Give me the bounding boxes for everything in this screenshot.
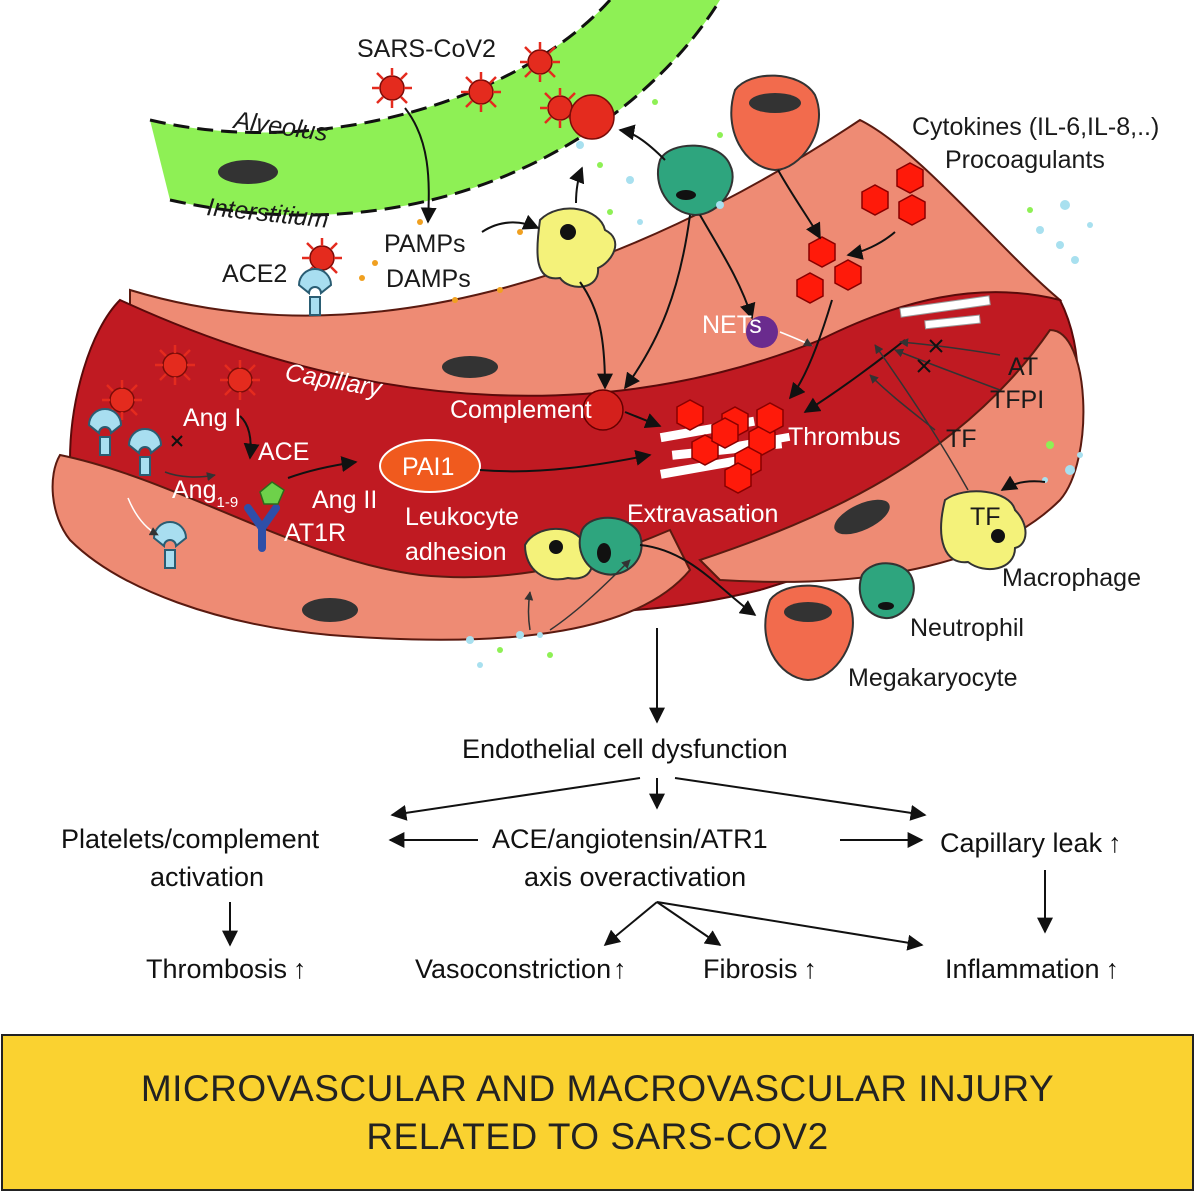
- banner-line-1: MICROVASCULAR AND MACROVASCULAR INJURY: [140, 1067, 1055, 1109]
- tf-label: TF: [946, 425, 977, 453]
- endothelial-dysfunction-text: Endothelial cell dysfunction: [462, 734, 788, 764]
- alveolus-outer-edge: [149, 0, 612, 135]
- pamps-label: PAMPs: [384, 230, 466, 258]
- platelet-icon: [898, 194, 926, 226]
- ang-ii-ligand-icon: [259, 481, 285, 505]
- capillary-leak-text: Capillary leak↑: [940, 828, 1122, 858]
- ace-label: ACE: [258, 438, 309, 466]
- extravasation-label: Extravasation: [627, 500, 778, 528]
- virus-icon: [518, 40, 562, 84]
- platelets-activation-text: Platelets/complement: [61, 824, 320, 854]
- damps-label: DAMPs: [386, 265, 471, 293]
- title-banner: MICROVASCULAR AND MACROVASCULAR INJURY R…: [1, 1034, 1194, 1191]
- banner-line-2: RELATED TO SARS-COV2: [366, 1115, 829, 1157]
- megakaryocyte-nucleus: [749, 93, 801, 113]
- ang-ii-label: Ang II: [312, 486, 377, 514]
- tfpi-label: TFPI: [990, 386, 1044, 414]
- ace-axis-text-2: axis overactivation: [524, 862, 746, 892]
- platelets-activation-text-2: activation: [150, 862, 264, 892]
- platelet-icon: [808, 236, 836, 268]
- at1r-label: AT1R: [284, 519, 346, 547]
- flowchart-arrows: [222, 628, 1053, 951]
- wall-nucleus: [442, 356, 498, 378]
- megakaryocyte-legend-nucleus: [784, 602, 832, 622]
- pai1-icon: [379, 439, 481, 493]
- neutrophil-icon: [656, 144, 734, 217]
- megakaryocyte-legend-icon: [764, 584, 854, 682]
- ace2-receptor-icon: [298, 268, 332, 316]
- virus-icon: [153, 343, 197, 387]
- nets-label: NETs: [702, 311, 762, 339]
- thrombosis-text: Thrombosis↑: [146, 954, 307, 984]
- macrophage-nucleus: [560, 224, 576, 240]
- virus-icon: [218, 358, 262, 402]
- vasoconstriction-text: Vasoconstriction↑: [415, 954, 627, 984]
- macrophage-icon: [536, 207, 617, 288]
- alveolus-wall: [150, 0, 720, 216]
- at-label: AT: [1008, 353, 1038, 381]
- virus-icon: [459, 70, 503, 114]
- fibrin-strands-icon: [899, 295, 991, 330]
- adhesion-macrophage-nucleus: [549, 540, 563, 554]
- fibrosis-text: Fibrosis↑: [703, 954, 817, 984]
- platelet-icon: [896, 162, 924, 194]
- alveolus-nucleus: [218, 160, 278, 184]
- ace2-label: ACE2: [222, 260, 287, 288]
- alveolus-inner-edge: [169, 0, 722, 217]
- neutrophil-legend-nucleus: [878, 602, 894, 610]
- complement-icon: [582, 389, 624, 431]
- wall-nucleus: [834, 499, 890, 535]
- infected-cell-icon: [569, 94, 615, 140]
- ang-1-9-label: Ang1-9: [172, 476, 238, 511]
- macrophage-label: Macrophage: [1002, 564, 1141, 592]
- adhesion-neutrophil-nucleus: [597, 543, 611, 563]
- megakaryocyte-label: Megakaryocyte: [848, 664, 1018, 692]
- diagram-arrows: [127, 107, 1046, 631]
- at1r-receptor-icon: [244, 504, 280, 552]
- ang-i-label: Ang I: [183, 404, 241, 432]
- neutrophil-nucleus: [676, 190, 696, 200]
- inhibition-marks: [171, 339, 943, 447]
- ace-axis-text: ACE/angiotensin/ATR1: [492, 824, 768, 854]
- sars-cov2-label: SARS-CoV2: [357, 35, 496, 63]
- thrombus-label: Thrombus: [788, 423, 901, 451]
- neutrophil-legend-icon: [858, 562, 915, 620]
- thrombus-icon: [659, 399, 791, 494]
- inflammation-text: Inflammation↑: [945, 954, 1119, 984]
- leukocyte-label: Leukocyte: [405, 503, 519, 531]
- cytokines-label: Cytokines (IL-6,IL-8,..): [912, 113, 1159, 141]
- adhesion-label: adhesion: [405, 538, 506, 566]
- wall-nucleus: [302, 598, 358, 622]
- procoagulants-label: Procoagulants: [945, 146, 1105, 174]
- platelet-icon: [834, 259, 862, 291]
- tf-macrophage-nucleus: [991, 529, 1005, 543]
- particles-decoration: [359, 99, 1093, 668]
- nets-icon: [746, 316, 778, 348]
- tf-macrophage-icon: [940, 490, 1027, 571]
- virus-icon: [370, 66, 414, 110]
- complement-label: Complement: [450, 396, 592, 424]
- neutrophil-label: Neutrophil: [910, 614, 1024, 642]
- platelet-icon: [861, 184, 889, 216]
- tf-cell-label: TF: [970, 503, 1001, 531]
- platelet-icon: [796, 272, 824, 304]
- pai1-label: PAI1: [402, 453, 454, 481]
